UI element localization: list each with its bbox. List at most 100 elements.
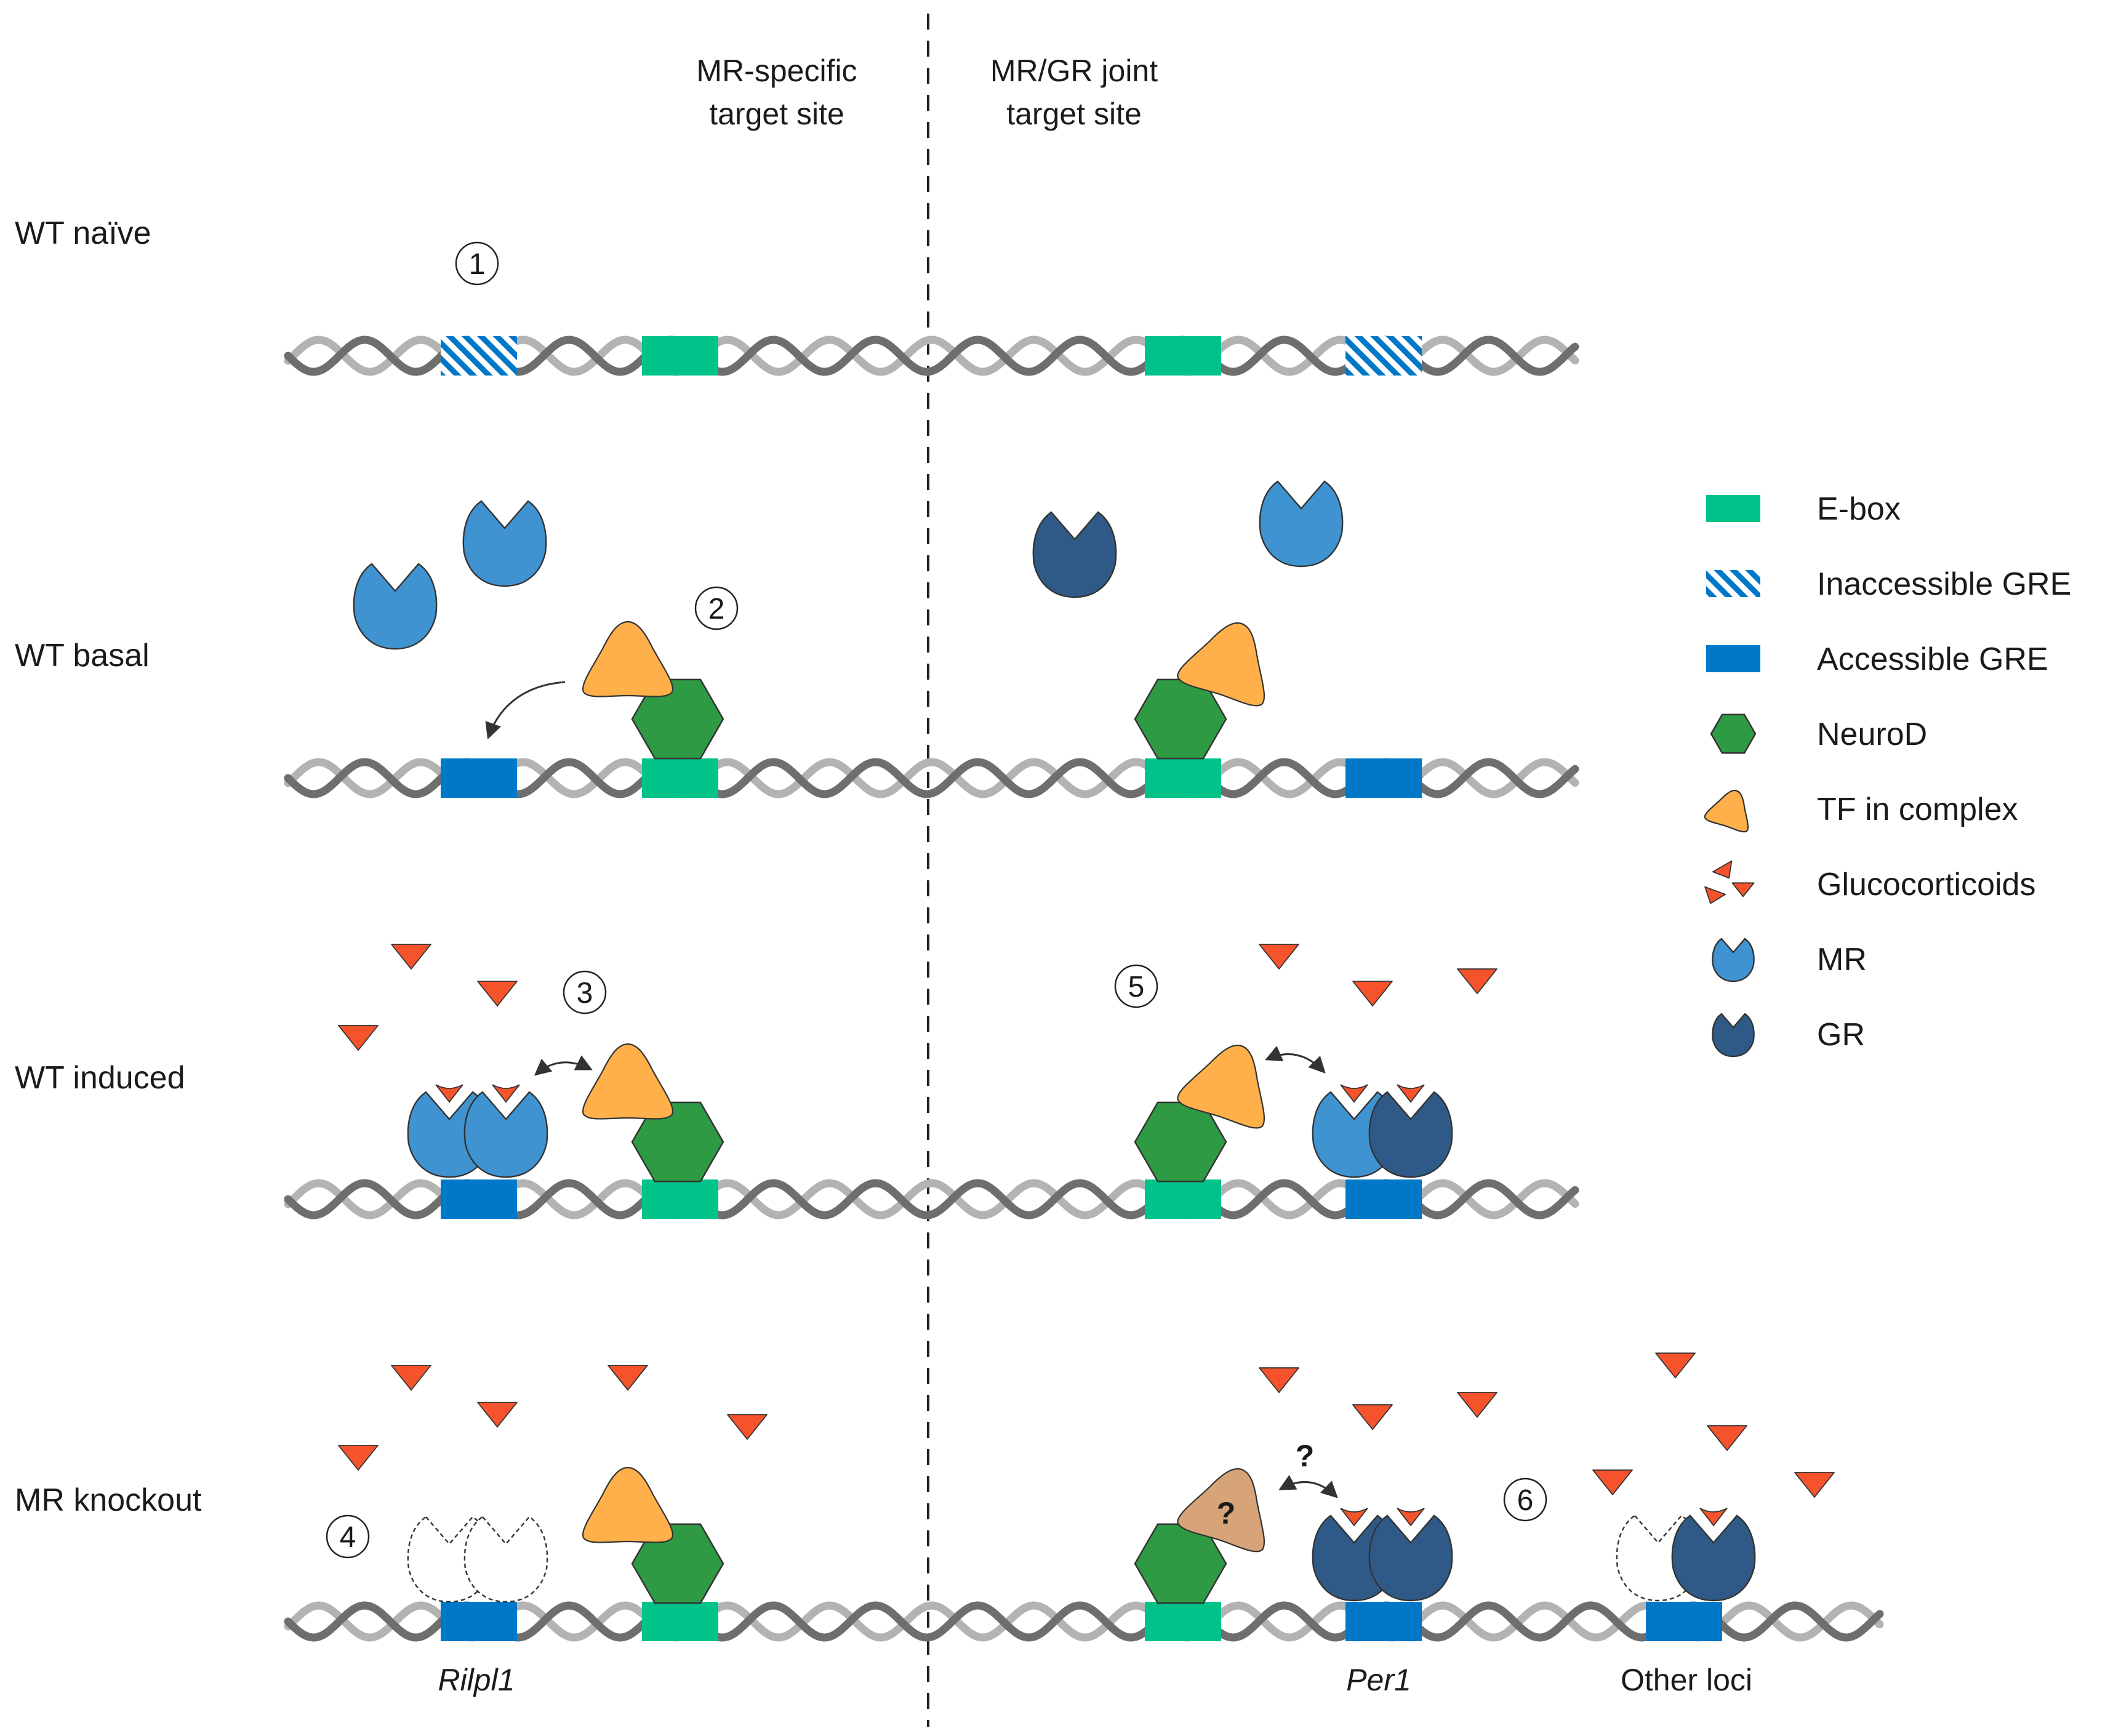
inaccessible-gre-swatch xyxy=(1706,570,1760,597)
glucocorticoid-swatch xyxy=(1712,860,1733,879)
accessible-gre-site xyxy=(441,758,517,798)
glucocorticoid xyxy=(607,1365,648,1391)
legend-label: Accessible GRE xyxy=(1817,641,2048,677)
legend-label: MR xyxy=(1817,942,1867,978)
glucocorticoid xyxy=(1457,1392,1498,1418)
row-label-wt-basal: WT basal xyxy=(15,638,150,673)
glucocorticoid-bound xyxy=(1340,1084,1368,1103)
gr-free xyxy=(1032,511,1117,598)
step-4-marker xyxy=(326,1514,370,1559)
accessible-gre-site xyxy=(1345,1179,1422,1219)
dna-row-mr-knockout xyxy=(284,1601,1884,1642)
tf-in-complex xyxy=(582,1043,674,1120)
glucocorticoids-icon xyxy=(1704,860,1755,904)
gr-bound xyxy=(1368,1514,1453,1602)
mr-free xyxy=(462,500,547,587)
glucocorticoid xyxy=(1352,1404,1393,1430)
unknown-tf-question-mark: ? xyxy=(1217,1496,1236,1530)
legend-item: Inaccessible GRE xyxy=(1706,566,2071,602)
accessible-gre-site xyxy=(441,1179,517,1219)
row-label-wt-induced: WT induced xyxy=(15,1060,185,1096)
legend-item: E-box xyxy=(1706,491,1901,527)
gene-label-other-loci: Other loci xyxy=(1621,1663,1752,1697)
glucocorticoid-swatch xyxy=(1731,882,1755,898)
step-2-marker-label: 2 xyxy=(708,593,725,625)
gr-bound xyxy=(1671,1514,1756,1602)
step-3-marker-label: 3 xyxy=(577,977,593,1010)
glucocorticoid-layer xyxy=(338,944,1835,1527)
legend-item: Accessible GRE xyxy=(1706,641,2048,677)
glucocorticoid xyxy=(338,1445,379,1471)
right-column-title-line2: target site xyxy=(1006,97,1142,131)
glucocorticoid xyxy=(477,1402,518,1428)
e-box-site xyxy=(642,336,718,376)
gr-bound xyxy=(1368,1091,1453,1178)
inaccessible-gre-icon xyxy=(1706,570,1760,597)
neurod xyxy=(631,1101,724,1183)
tf-in-complex xyxy=(582,621,674,697)
inaccessible-gre-site xyxy=(1345,336,1422,376)
glucocorticoid-bound xyxy=(1397,1084,1425,1103)
gene-label-per1: Per1 xyxy=(1346,1663,1411,1697)
dna-back-strand xyxy=(284,1601,1884,1642)
accessible-gre-icon xyxy=(1706,645,1760,672)
mr-free xyxy=(353,563,438,650)
step-5-marker-label: 5 xyxy=(1128,971,1145,1003)
binding-sites xyxy=(441,336,1722,1641)
left-column-title-line2: target site xyxy=(709,97,844,131)
accessible-gre-site xyxy=(1345,1602,1422,1641)
accessible-gre-site xyxy=(441,1602,517,1641)
glucocorticoid xyxy=(1457,968,1498,994)
accessible-gre-site xyxy=(1646,1602,1722,1641)
neurod xyxy=(631,1523,724,1604)
e-box-site xyxy=(1145,336,1221,376)
e-box-site xyxy=(642,1602,718,1641)
neurod-swatch xyxy=(1710,713,1757,754)
accessible-gre-swatch xyxy=(1706,645,1760,672)
glucocorticoid-bound xyxy=(1397,1508,1425,1527)
glucocorticoid-bound xyxy=(492,1084,520,1103)
glucocorticoid-bound xyxy=(435,1084,463,1103)
legend-label: GR xyxy=(1817,1017,1865,1053)
legend-item: NeuroD xyxy=(1710,713,1927,754)
inaccessible-gre-site xyxy=(441,336,517,376)
row-label-mr-knockout: MR knockout xyxy=(15,1482,202,1518)
mr-free xyxy=(1259,480,1344,568)
gr-icon xyxy=(1712,1013,1755,1058)
glucocorticoid xyxy=(391,1365,431,1391)
interaction-question-mark: ? xyxy=(1296,1439,1315,1473)
legend-item: GR xyxy=(1712,1013,1865,1058)
glucocorticoid xyxy=(1655,1352,1696,1378)
glucocorticoid xyxy=(1352,981,1393,1007)
glucocorticoid-swatch xyxy=(1704,886,1726,904)
step-4-marker-label: 4 xyxy=(340,1521,356,1554)
glucocorticoid xyxy=(391,944,431,970)
step-3-marker xyxy=(563,970,607,1015)
tf-in-complex xyxy=(1177,1044,1265,1129)
uncertain-interaction-arrow xyxy=(1278,1474,1338,1498)
interaction-arrow xyxy=(534,1055,593,1076)
mr-icon xyxy=(1712,938,1755,983)
mr-swatch xyxy=(1712,938,1755,983)
glucocorticoid xyxy=(1259,1367,1299,1393)
glucocorticoid xyxy=(1707,1425,1747,1451)
right-column-title-line1: MR/GR joint xyxy=(990,54,1158,88)
dna-front-strand xyxy=(284,1601,1884,1642)
glucocorticoid xyxy=(338,1025,379,1051)
neurod-icon xyxy=(1710,713,1757,754)
e-box-site xyxy=(1145,1602,1221,1641)
e-box-site xyxy=(1145,758,1221,798)
e-box-swatch xyxy=(1706,495,1760,522)
recruitment-arrow xyxy=(485,681,566,740)
left-column-title-line1: MR-specific xyxy=(696,54,857,88)
step-1-marker xyxy=(455,241,499,286)
glucocorticoid-bound xyxy=(1699,1508,1728,1527)
legend-label: E-box xyxy=(1817,491,1901,527)
interaction-arrow xyxy=(1265,1045,1326,1074)
e-box-icon xyxy=(1706,495,1760,522)
glucocorticoid-bound xyxy=(1340,1508,1368,1527)
step-5-marker xyxy=(1114,964,1158,1008)
